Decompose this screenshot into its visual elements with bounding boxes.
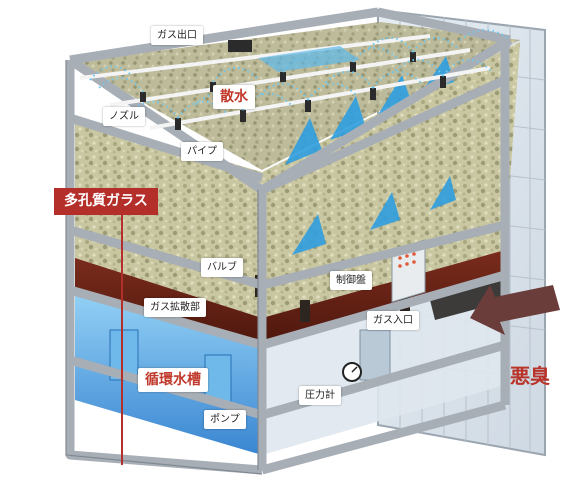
pressure-gauge-shape bbox=[342, 362, 362, 382]
label-pump: ポンプ bbox=[204, 410, 246, 429]
label-nozzle: ノズル bbox=[103, 107, 145, 126]
water-spray bbox=[89, 29, 511, 119]
label-gas-diffuser: ガス拡散部 bbox=[144, 298, 206, 317]
steel-frame bbox=[65, 7, 513, 475]
label-control-panel: 制御盤 bbox=[330, 271, 372, 290]
gas-diffuser-band bbox=[262, 250, 505, 345]
odor-inflow-arrow bbox=[470, 285, 560, 335]
label-circulation-tank: 循環水槽 bbox=[138, 368, 208, 392]
gas-outlet-shape bbox=[228, 40, 360, 72]
label-sprinkling: 散水 bbox=[213, 85, 255, 109]
label-bad-odor: 悪臭 bbox=[510, 364, 550, 388]
media-front-face bbox=[262, 42, 520, 318]
label-gas-inlet: ガス入口 bbox=[367, 311, 419, 330]
label-gas-outlet: ガス出口 bbox=[151, 26, 203, 45]
label-porous-glass: 多孔質ガラス bbox=[54, 188, 158, 215]
label-pressure-gauge: 圧力計 bbox=[299, 386, 341, 405]
label-valve: バルブ bbox=[201, 258, 243, 277]
label-pipe: パイプ bbox=[181, 142, 223, 161]
